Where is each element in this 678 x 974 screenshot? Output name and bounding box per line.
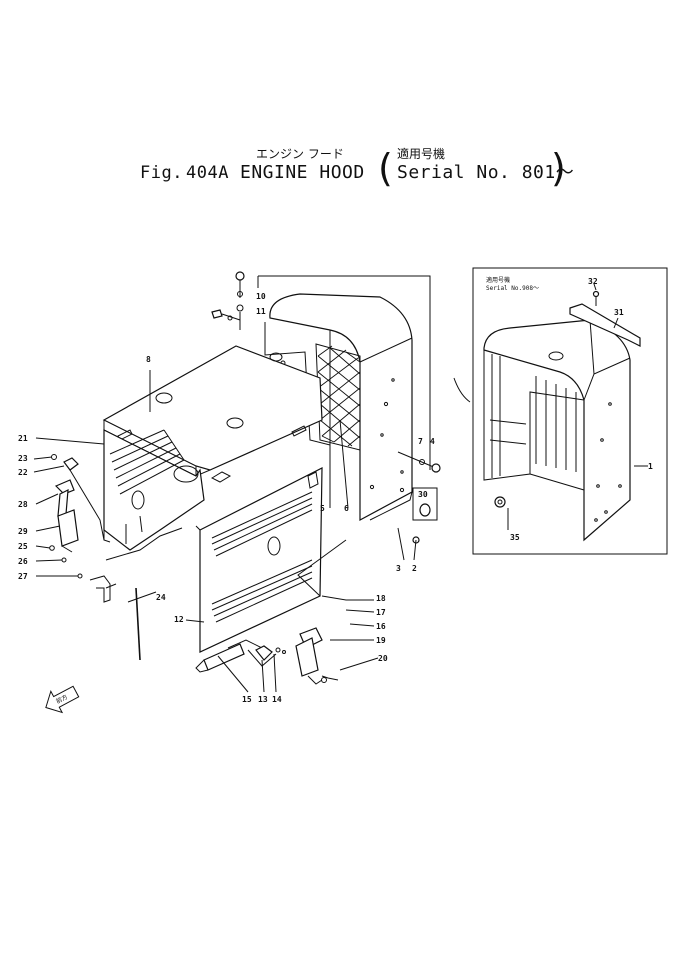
title-fig-number: 404A bbox=[186, 163, 229, 183]
callout-22: 22 bbox=[18, 468, 28, 477]
radiator-grille bbox=[315, 343, 361, 451]
callout-28: 28 bbox=[18, 500, 28, 509]
inset-jp-applicable: 適用号機 bbox=[486, 276, 510, 284]
callout-14: 14 bbox=[272, 695, 282, 704]
callout-19: 19 bbox=[376, 636, 386, 645]
callout-24: 24 bbox=[156, 593, 166, 602]
callout-26: 26 bbox=[18, 557, 28, 566]
svg-text:): ) bbox=[551, 146, 566, 190]
right-latch bbox=[295, 627, 339, 685]
top-bolts bbox=[211, 271, 245, 330]
callout-15: 15 bbox=[242, 695, 252, 704]
callout-8: 8 bbox=[146, 355, 151, 364]
callout-10: 10 bbox=[256, 292, 266, 301]
main-assembly: 10 11 8 21 23 22 28 29 25 26 27 24 12 7 … bbox=[18, 271, 471, 714]
side-door-panel bbox=[195, 467, 323, 653]
callout-4: 4 bbox=[430, 437, 435, 446]
title-en-name: ENGINE HOOD bbox=[240, 162, 365, 183]
inset-callout-31: 31 bbox=[614, 308, 624, 317]
title-serial: Serial No. 801～ bbox=[397, 162, 574, 183]
title-fig-label: Fig. bbox=[140, 163, 183, 183]
callout-12: 12 bbox=[174, 615, 184, 624]
callout-3: 3 bbox=[396, 564, 401, 573]
callout-27: 27 bbox=[18, 572, 28, 581]
callout-6: 6 bbox=[344, 504, 349, 513]
callout-21: 21 bbox=[18, 434, 28, 443]
left-latch-assembly bbox=[49, 454, 117, 603]
callout-29: 29 bbox=[18, 527, 28, 536]
callout-17: 17 bbox=[376, 608, 386, 617]
callout-labels: 10 11 8 21 23 22 28 29 25 26 27 24 12 7 … bbox=[18, 292, 435, 704]
title-jp-applicable: 適用号機 bbox=[397, 146, 445, 161]
callout-18: 18 bbox=[376, 594, 386, 603]
callout-30: 30 bbox=[418, 490, 428, 499]
inset-callout-35: 35 bbox=[510, 533, 520, 542]
inset-serial: Serial No.908～ bbox=[486, 285, 539, 292]
callout-25: 25 bbox=[18, 542, 28, 551]
lower-latch-bracket bbox=[195, 639, 286, 673]
inset-callout-1: 1 bbox=[648, 462, 653, 471]
inset-callout-32: 32 bbox=[588, 277, 598, 286]
callout-13: 13 bbox=[258, 695, 268, 704]
inset-variant-box: 適用号機 Serial No.908～ bbox=[472, 267, 668, 555]
left-side-panel bbox=[103, 429, 205, 561]
part-30-frame bbox=[412, 487, 438, 521]
callout-2: 2 bbox=[412, 564, 417, 573]
front-direction-marker: 前方 bbox=[45, 685, 80, 714]
callout-16: 16 bbox=[376, 622, 386, 631]
callout-5: 5 bbox=[320, 504, 325, 513]
callout-11: 11 bbox=[256, 307, 266, 316]
title-block: エンジン フード Fig. 404A ENGINE HOOD ( 適用号機 Se… bbox=[140, 146, 574, 190]
support-rod bbox=[125, 515, 143, 661]
svg-text:(: ( bbox=[378, 146, 393, 190]
callout-20: 20 bbox=[378, 654, 388, 663]
leader-lines bbox=[33, 275, 471, 693]
title-jp-name: エンジン フード bbox=[256, 147, 344, 161]
callout-23: 23 bbox=[18, 454, 28, 463]
callout-7: 7 bbox=[418, 437, 423, 446]
top-hood-panel bbox=[102, 345, 323, 483]
